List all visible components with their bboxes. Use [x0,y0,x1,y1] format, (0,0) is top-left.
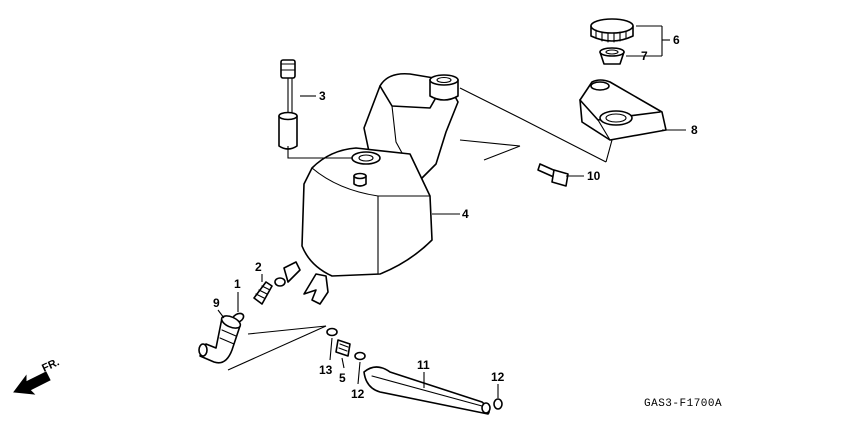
callout-9: 9 [213,296,220,310]
callout-2: 2 [255,260,262,274]
hose-clip-12b[interactable] [493,398,503,410]
fuel-connector[interactable] [335,339,351,357]
callout-13: 13 [319,363,333,377]
cap-gasket[interactable] [599,47,625,65]
mounting-bolt[interactable] [537,163,569,187]
callout-3: 3 [319,89,326,103]
front-arrow-icon [13,371,51,395]
callout-5: 5 [339,371,346,385]
callout-8: 8 [691,123,698,137]
fuel-tube[interactable] [363,366,491,415]
callout-7: 7 [641,49,648,63]
level-sender[interactable] [278,59,298,150]
leader-lines [217,25,686,398]
tank-tray[interactable] [579,79,667,141]
hose-clip-12a[interactable] [354,351,366,361]
callout-12b: 12 [491,370,505,384]
hose-clip-13[interactable] [326,327,338,337]
callout-6: 6 [673,33,680,47]
fuel-joint[interactable] [253,281,273,305]
callout-4: 4 [462,207,469,221]
drawing-code: GAS3-F1700A [644,398,722,410]
fuel-hose-elbow[interactable] [198,313,242,364]
direction-label: FR. [40,356,61,374]
callout-11: 11 [417,358,430,372]
callout-1: 1 [234,277,241,291]
fuel-tank[interactable] [274,72,459,305]
callout-12a: 12 [351,387,365,401]
callout-10: 10 [587,169,601,183]
filler-cap[interactable] [590,18,634,43]
